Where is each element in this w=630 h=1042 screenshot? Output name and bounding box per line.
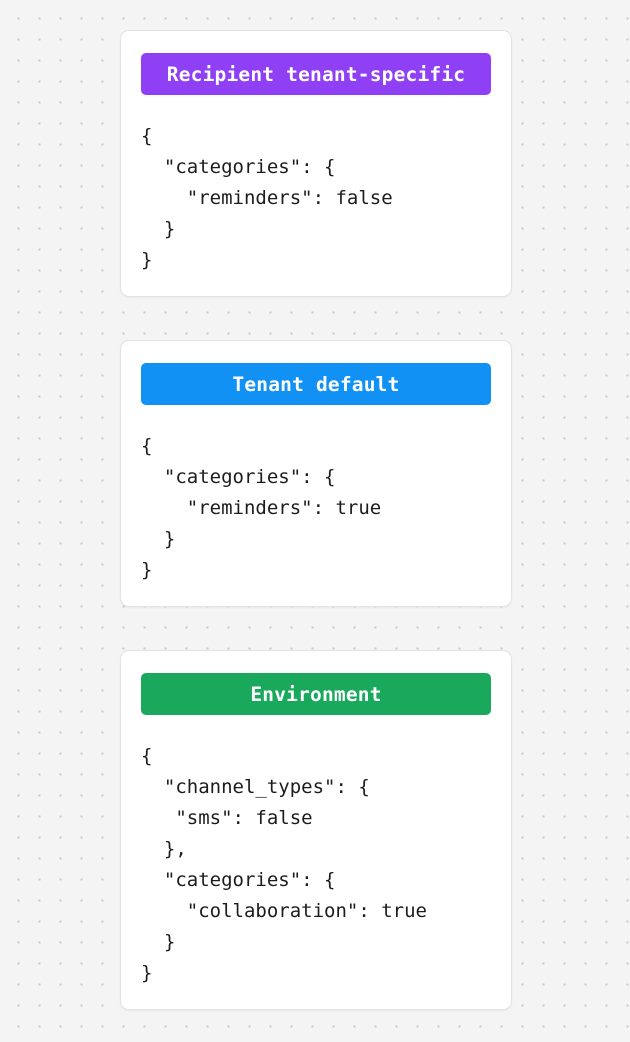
card-recipient-tenant-specific: Recipient tenant-specific { "categories"… — [120, 30, 512, 297]
preference-override-stack: Recipient tenant-specific { "categories"… — [120, 30, 512, 1010]
card-environment: Environment { "channel_types": { "sms": … — [120, 650, 512, 1010]
card-badge-tenant-default: Tenant default — [141, 363, 491, 405]
card-badge-recipient-tenant-specific: Recipient tenant-specific — [141, 53, 491, 95]
card-code-tenant-default: { "categories": { "reminders": true } } — [141, 435, 382, 581]
card-code-environment: { "channel_types": { "sms": false }, "ca… — [141, 745, 427, 984]
card-badge-environment: Environment — [141, 673, 491, 715]
card-tenant-default: Tenant default { "categories": { "remind… — [120, 340, 512, 607]
card-code-recipient-tenant-specific: { "categories": { "reminders": false } } — [141, 125, 393, 271]
